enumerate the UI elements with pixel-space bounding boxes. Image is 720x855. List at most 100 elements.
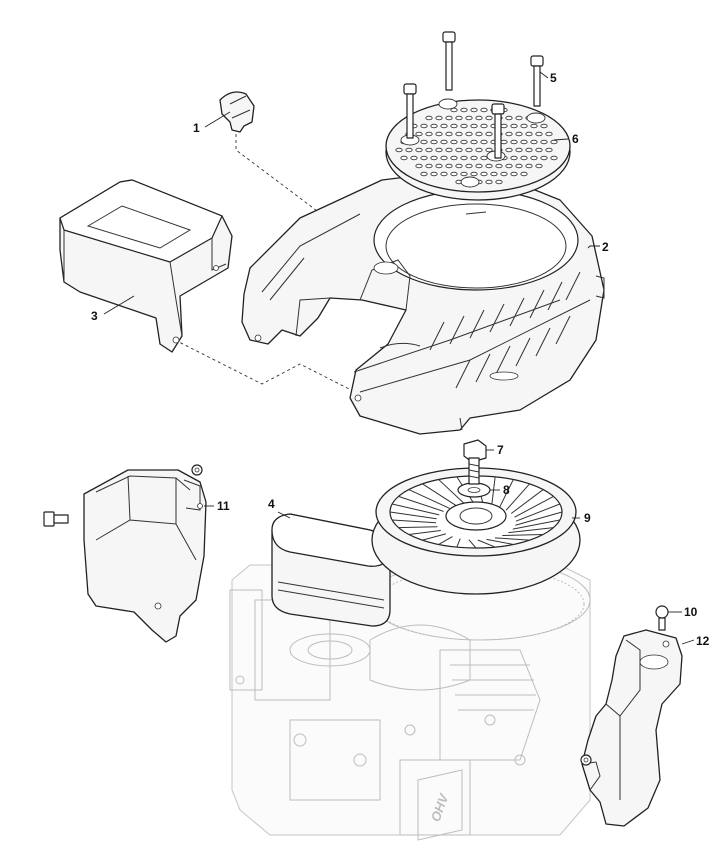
screen-perforation xyxy=(420,123,428,129)
screen-perforation xyxy=(450,139,458,145)
screen-perforation xyxy=(535,131,543,137)
screen-perforation xyxy=(530,123,538,129)
screen-perforation xyxy=(495,179,503,185)
fan-blade xyxy=(494,537,530,541)
screen-perforation xyxy=(400,155,408,161)
screen-perforation xyxy=(425,147,433,153)
leader-12 xyxy=(681,639,695,645)
screen-perforation xyxy=(475,131,483,137)
screen-perforation xyxy=(440,155,448,161)
screen-perforation xyxy=(480,171,488,177)
screen-perforation xyxy=(510,139,518,145)
callout-6: 6 xyxy=(572,132,579,146)
screen-perforation xyxy=(475,163,483,169)
fan-blade xyxy=(486,538,514,545)
callout-1: 1 xyxy=(193,121,200,135)
knob xyxy=(219,91,255,133)
screen-perforation xyxy=(475,147,483,153)
screen-perforation xyxy=(470,139,478,145)
callout-12: 12 xyxy=(696,634,710,648)
screen-perforation xyxy=(470,107,478,113)
fan-blade xyxy=(477,539,496,548)
screen-perforation xyxy=(500,139,508,145)
screen-perforation xyxy=(490,171,498,177)
screen-perforation xyxy=(455,131,463,137)
screen-perforation xyxy=(445,115,453,121)
fan-blade xyxy=(508,527,554,534)
screen-perforation xyxy=(515,163,523,169)
screen-perforation xyxy=(510,171,518,177)
screen-perforation xyxy=(420,155,428,161)
fan-blade xyxy=(510,489,544,514)
side-shroud-right xyxy=(581,629,683,827)
screen-perforation xyxy=(415,147,423,153)
screen-perforation xyxy=(435,131,443,137)
fan-blade xyxy=(438,536,453,545)
screen-perforation xyxy=(470,155,478,161)
fan-blade xyxy=(438,479,466,506)
fan-blade xyxy=(422,483,458,507)
callout-11: 11 xyxy=(217,499,230,513)
screen-perforation xyxy=(465,163,473,169)
screen-perforation xyxy=(395,147,403,153)
screen-perforation xyxy=(505,163,513,169)
screen-perforation xyxy=(410,155,418,161)
screen-perforation xyxy=(430,171,438,177)
screen-perforation xyxy=(550,139,558,145)
screen-perforation xyxy=(485,115,493,121)
screen-perforation xyxy=(510,123,518,129)
leader-6 xyxy=(553,138,569,141)
screen-perforation xyxy=(485,147,493,153)
screen-perforation xyxy=(535,147,543,153)
fan-blade xyxy=(392,519,437,524)
screen-perforation xyxy=(525,131,533,137)
screen-screws xyxy=(403,31,544,159)
screen-perforation xyxy=(440,139,448,145)
screw-center xyxy=(491,103,505,159)
fan-blade xyxy=(398,495,444,512)
screen-perforation xyxy=(420,171,428,177)
screen-perforation xyxy=(540,139,548,145)
blower-housing xyxy=(241,167,605,435)
screen-perforation xyxy=(540,123,548,129)
air-filter xyxy=(271,513,391,627)
screen-perforation xyxy=(430,139,438,145)
screen-perforation xyxy=(455,163,463,169)
screen-perforation xyxy=(505,115,513,121)
screen-perforation xyxy=(445,131,453,137)
screen-perforation xyxy=(510,155,518,161)
screen-perforation xyxy=(450,123,458,129)
fan-blade xyxy=(505,483,530,511)
screen-perforation xyxy=(515,131,523,137)
fan-blade xyxy=(515,503,561,522)
screen-perforation xyxy=(515,115,523,121)
screen-perforation xyxy=(450,171,458,177)
screen-perforation xyxy=(440,123,448,129)
screen-perforation xyxy=(425,163,433,169)
flywheel-bolt xyxy=(463,439,487,485)
fan-blade xyxy=(515,511,563,526)
screen-boss xyxy=(526,112,546,124)
screen-perforation xyxy=(530,139,538,145)
screen-perforation xyxy=(485,131,493,137)
fan-blade xyxy=(468,539,477,549)
screen-perforation xyxy=(525,163,533,169)
screen-perforation xyxy=(520,155,528,161)
fan-blade xyxy=(502,533,544,537)
flywheel-fan xyxy=(371,467,581,595)
leader-5 xyxy=(539,71,549,79)
screen-perforation xyxy=(465,131,473,137)
screen-perforation xyxy=(455,147,463,153)
screen-perforation xyxy=(420,139,428,145)
fan-blade xyxy=(499,479,514,508)
callout-9: 9 xyxy=(584,511,591,525)
screen-perforation xyxy=(470,171,478,177)
callout-7: 7 xyxy=(497,443,504,457)
screen-perforation xyxy=(520,171,528,177)
screen-perforation xyxy=(405,147,413,153)
screen-perforation xyxy=(530,155,538,161)
callout-8: 8 xyxy=(503,483,510,497)
screen-perforation xyxy=(465,147,473,153)
screen-perforation xyxy=(415,131,423,137)
